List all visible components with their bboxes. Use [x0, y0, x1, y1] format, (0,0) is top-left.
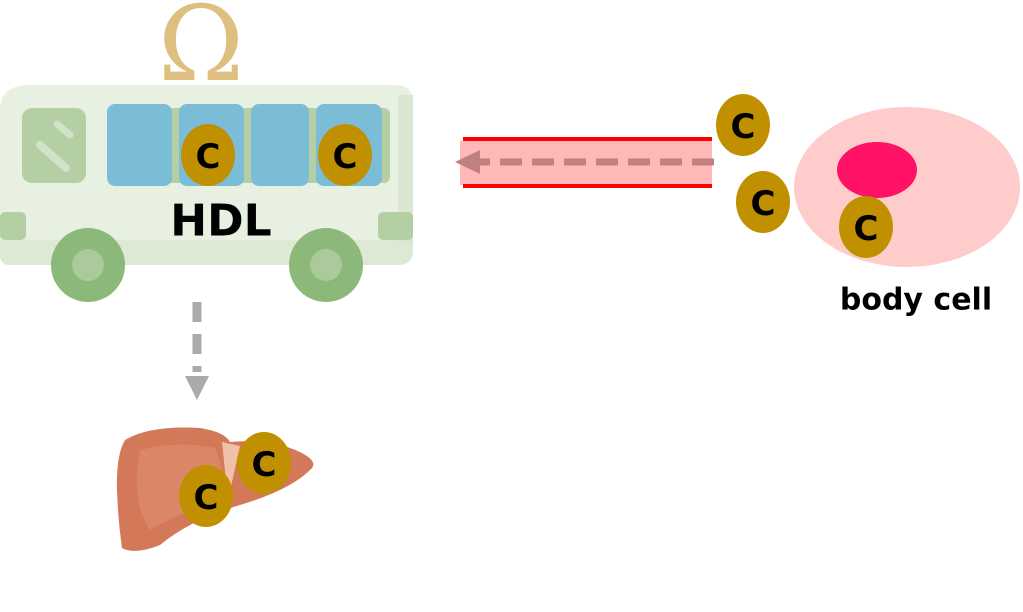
hdl-label: HDL: [170, 196, 271, 247]
cholesterol-label: C: [252, 445, 277, 485]
nucleus: [837, 142, 917, 198]
bus-window: [251, 104, 309, 186]
dashed-arrow-down: [185, 302, 209, 400]
cholesterol-molecule: C: [318, 124, 372, 186]
bus-window: [107, 104, 172, 186]
hdl-bus: HDL: [0, 85, 413, 302]
cholesterol-molecule: C: [839, 196, 893, 258]
cholesterol-label: C: [333, 137, 358, 177]
cholesterol-label: C: [196, 137, 221, 177]
windshield: [22, 108, 86, 183]
cholesterol-molecule: C: [179, 465, 233, 527]
arrowhead-icon: [185, 376, 209, 400]
arrowhead-icon: [455, 150, 480, 174]
transport-channel: [455, 137, 714, 188]
body-cell: [794, 107, 1020, 267]
cholesterol-label: C: [854, 209, 879, 249]
cholesterol-label: C: [194, 478, 219, 518]
cholesterol-molecule: C: [736, 171, 790, 233]
cholesterol-molecule: C: [716, 94, 770, 156]
body-cell-label: body cell: [840, 283, 992, 318]
cholesterol-label: C: [751, 184, 776, 224]
cholesterol-molecule: C: [237, 432, 291, 494]
cholesterol-molecule: C: [181, 124, 235, 186]
cholesterol-label: C: [731, 107, 756, 147]
